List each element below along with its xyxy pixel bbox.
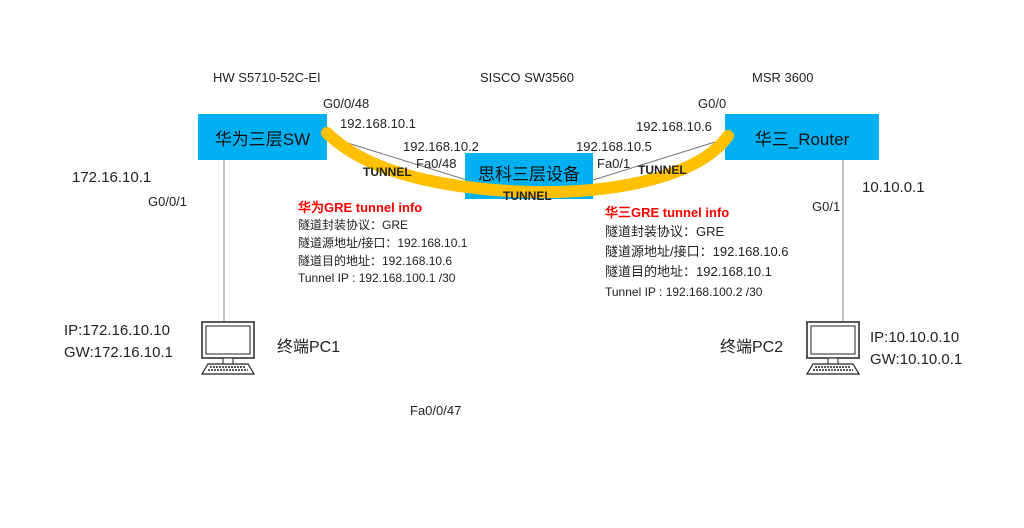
huawei-downlink-ip: 172.16.10.1 [72, 169, 152, 186]
link-cisco-h3c [592, 141, 716, 181]
h3c-router-label: 华三_Router [754, 129, 850, 149]
h3c-info-line: 隧道源地址/接口：192.168.10.6 [605, 244, 789, 259]
h3c-downlink-ip: 10.10.0.1 [862, 179, 925, 196]
h3c-info-line: Tunnel IP : 192.168.100.2 /30 [605, 285, 763, 299]
huawei-uplink-port: G0/0/48 [323, 96, 370, 111]
huawei-info-line: 隧道封装协议：GRE [298, 218, 409, 232]
huawei-info-line: 隧道源地址/接口：192.168.10.1 [298, 236, 468, 250]
h3c-model: MSR 3600 [752, 70, 814, 85]
pc2-label: 终端PC2 [720, 339, 784, 356]
huawei-info-line: 隧道目的地址：192.168.10.6 [298, 254, 453, 268]
h3c-info-line: 隧道目的地址：192.168.10.1 [605, 264, 772, 279]
pc1-label: 终端PC1 [277, 339, 341, 356]
cisco-left-port: Fa0/48 [416, 156, 457, 171]
pc1-ip: IP:172.16.10.10 [64, 322, 170, 339]
tunnel-label: TUNNEL [363, 165, 412, 179]
tunnel-label: TUNNEL [638, 163, 687, 177]
h3c-uplink-ip: 192.168.10.6 [636, 119, 712, 134]
pc2-ip: IP:10.10.0.10 [870, 329, 960, 346]
huawei-uplink-ip: 192.168.10.1 [340, 116, 416, 131]
cisco-switch-label: 思科三层设备 [478, 164, 580, 184]
huawei-switch-label: 华为三层SW [214, 129, 311, 149]
h3c-info-title: 华三GRE tunnel info [605, 205, 730, 220]
huawei-model: HW S5710-52C-EI [213, 70, 321, 85]
pc1-computer-icon[interactable] [198, 320, 260, 378]
h3c-router[interactable]: 华三_Router [725, 114, 879, 160]
huawei-info-title: 华为GRE tunnel info [298, 200, 423, 215]
pc1-gateway: GW:172.16.10.1 [64, 344, 173, 361]
gre-tunnel [321, 127, 734, 199]
cisco-left-ip: 192.168.10.2 [403, 139, 479, 154]
cisco-right-port: Fa0/1 [597, 156, 631, 171]
h3c-info-line: 隧道封装协议：GRE [605, 224, 725, 239]
cisco-right-ip: 192.168.10.5 [576, 139, 652, 154]
tunnel-label: TUNNEL [503, 189, 552, 203]
h3c-downlink-port: G0/1 [812, 199, 841, 214]
huawei-downlink-port: G0/0/1 [148, 194, 188, 209]
pc2-gateway: GW:10.10.0.1 [870, 351, 963, 368]
huawei-switch[interactable]: 华为三层SW [198, 114, 327, 160]
huawei-info-line: Tunnel IP : 192.168.100.1 /30 [298, 271, 456, 285]
cisco-extra-port: Fa0/0/47 [410, 403, 462, 418]
link-huawei-cisco [337, 139, 471, 182]
h3c-uplink-port: G0/0 [698, 96, 727, 111]
cisco-model: SISCO SW3560 [480, 70, 574, 85]
pc2-computer-icon[interactable] [803, 320, 865, 378]
